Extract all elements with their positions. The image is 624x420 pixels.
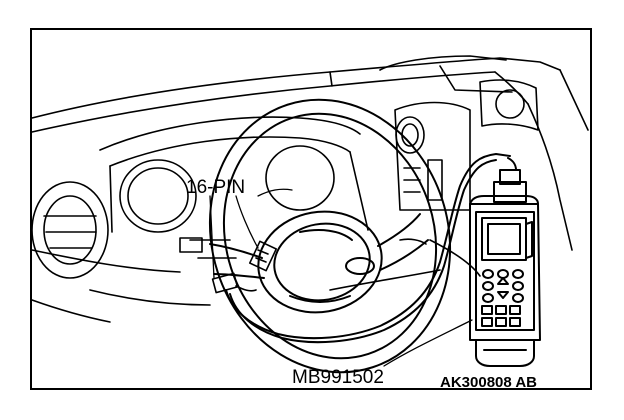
tool-cable (225, 153, 511, 344)
figure-id: AK300808 AB (440, 374, 537, 391)
tool-leader-line (383, 319, 473, 367)
connector-leader-lines (209, 188, 293, 279)
left-air-vent (31, 181, 109, 279)
scan-tool (469, 157, 541, 367)
instrument-cluster (99, 116, 369, 259)
tool-part-number: MB991502 (292, 367, 384, 388)
center-console (394, 79, 539, 245)
connector-label: 16-PIN (186, 177, 246, 198)
steering-wheel (208, 98, 452, 374)
dashboard-outline (31, 55, 589, 323)
